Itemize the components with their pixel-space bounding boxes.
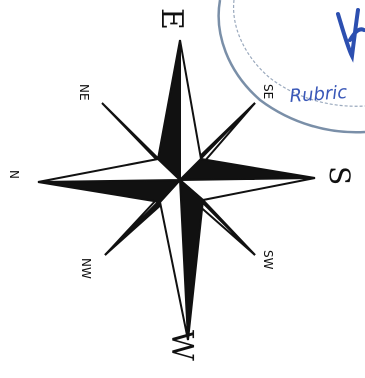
ray-n-bottom — [38, 180, 180, 202]
label-south: S — [323, 166, 356, 185]
label-east: E — [154, 8, 189, 30]
label-southeast: SE — [261, 84, 275, 99]
ray-e-right — [180, 40, 201, 180]
ray-e-left — [158, 40, 180, 180]
label-west: W — [164, 330, 199, 361]
label-northwest: NW — [79, 258, 93, 279]
rubric-stamp: Rubric — [219, 0, 365, 132]
ray-s-top — [180, 159, 315, 180]
label-northeast: NE — [77, 84, 91, 101]
signature-mark — [338, 10, 364, 56]
ray-n-top — [38, 159, 180, 182]
label-southwest: SW — [261, 250, 275, 270]
label-north: N — [7, 170, 21, 179]
stamp-text: Rubric — [289, 82, 348, 107]
stamp-outline — [219, 0, 365, 132]
